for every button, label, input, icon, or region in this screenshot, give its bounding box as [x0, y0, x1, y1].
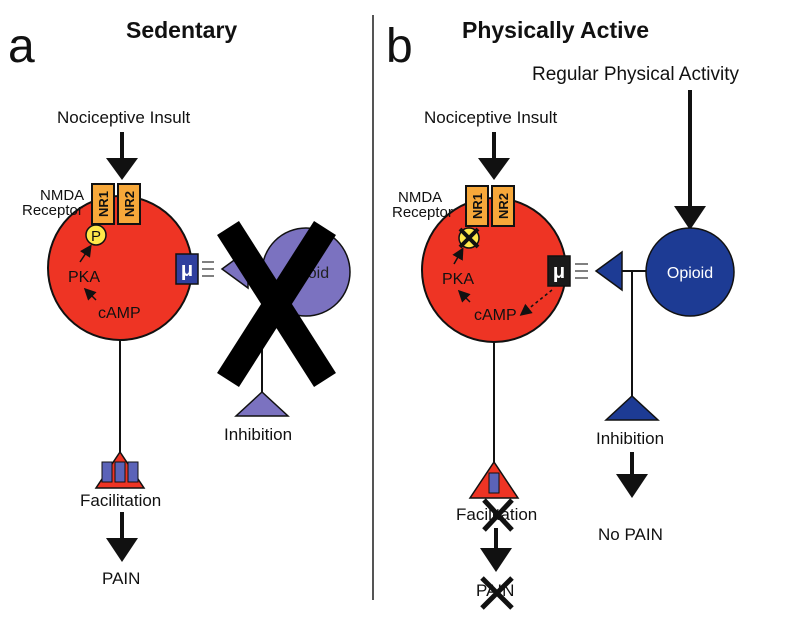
blocked-x-stroke	[217, 221, 336, 387]
insult-arrow-head	[478, 158, 510, 180]
nr2-label: NR2	[122, 191, 137, 217]
nr1-subunit	[465, 185, 489, 227]
panel-b-insult-label: Nociceptive Insult	[424, 108, 558, 127]
mu-receptor-box	[175, 253, 199, 285]
nmda-label: NMDA	[40, 187, 84, 204]
inhibition-triangle	[604, 394, 660, 421]
facilitation-x	[482, 498, 514, 532]
no-pain-label: No PAIN	[598, 525, 663, 544]
nr2-subunit	[117, 183, 141, 225]
mu-label: μ	[553, 261, 565, 283]
receptor-label: Receptor	[392, 204, 453, 221]
pka-arrow	[452, 247, 464, 265]
vesicle	[114, 461, 126, 483]
nr1-label: NR1	[470, 193, 485, 219]
nr1-subunit	[91, 183, 115, 225]
receptor-label: Receptor	[22, 202, 83, 219]
panel-a-letter: a	[8, 20, 35, 73]
inhibition-triangle	[234, 390, 290, 417]
panel-b-title: Physically Active	[462, 17, 649, 43]
nmda-label: NMDA	[398, 189, 442, 206]
mu-label: μ	[181, 259, 193, 281]
vesicle	[488, 472, 500, 494]
panel-a-title: Sedentary	[126, 17, 237, 43]
nr2-label: NR2	[496, 193, 511, 219]
camp-arrow	[457, 289, 471, 303]
presynaptic-terminal	[594, 250, 623, 292]
vesicle	[101, 461, 113, 483]
camp-arrow	[83, 287, 97, 301]
mu-receptor-box	[547, 255, 571, 287]
activity-arrow-head	[674, 206, 706, 230]
pka-label: PKA	[68, 269, 100, 286]
opioid-label: Opioid	[667, 265, 713, 282]
activity-label: Regular Physical Activity	[532, 64, 739, 85]
vesicle	[127, 461, 139, 483]
mu-inhibit-arrow	[519, 289, 553, 316]
phosphorylation-circle	[85, 224, 107, 246]
facilitation-label: Facilitation	[80, 491, 161, 510]
pain-arrow-head	[480, 548, 512, 572]
nr2-subunit	[491, 185, 515, 227]
pain-arrow-head	[106, 538, 138, 562]
panel-b: b Physically Active Regular Physical Act…	[386, 17, 739, 610]
no-pain-arrow-head	[616, 474, 648, 498]
insult-arrow-head	[106, 158, 138, 180]
pka-label: PKA	[442, 271, 474, 288]
camp-label: cAMP	[98, 305, 141, 322]
phosphorylation-x	[458, 227, 480, 249]
panel-a: a Sedentary Nociceptive Insult NR1 NR2 N…	[8, 17, 351, 588]
pka-arrow	[79, 244, 92, 263]
inhibition-label: Inhibition	[596, 429, 664, 448]
panel-b-letter: b	[386, 20, 413, 73]
pain-label: PAIN	[102, 569, 140, 588]
camp-label: cAMP	[474, 307, 517, 324]
nr1-label: NR1	[96, 191, 111, 217]
opioid-neuron	[645, 227, 735, 317]
panel-a-insult-label: Nociceptive Insult	[57, 108, 191, 127]
pain-x	[480, 576, 514, 610]
p-label: P	[91, 228, 101, 245]
inhibition-label: Inhibition	[224, 425, 292, 444]
